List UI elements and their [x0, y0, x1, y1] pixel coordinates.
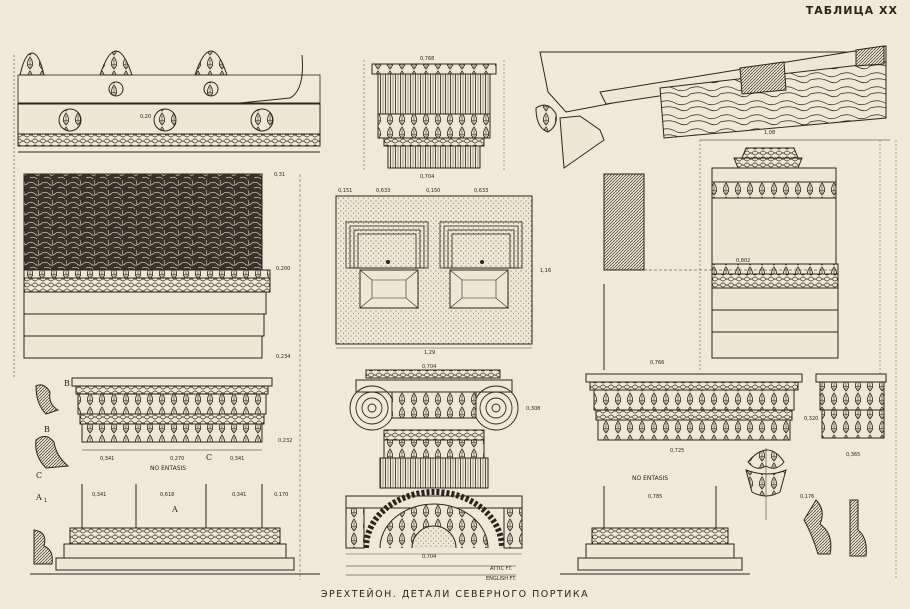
- dim-coffer-right: 0,633: [474, 188, 488, 194]
- dim-right-side: 0,320: [804, 416, 818, 422]
- dim-base-left: 0,341: [92, 492, 106, 498]
- dim-coffer-bottom: 1,29: [424, 350, 435, 356]
- letter-b1: B: [44, 425, 50, 434]
- dim-ionic-side: 0,308: [526, 406, 540, 412]
- dim-right-base-bottom: 0,785: [648, 494, 662, 500]
- left-anta-base: 0,341 0,618 0,341 0,170 A A 1: [30, 484, 320, 575]
- letter-a: A: [171, 505, 178, 514]
- dim-right-top: 1,08: [764, 130, 775, 136]
- dim-coffer-left1: 0,151: [338, 188, 352, 194]
- letter-c: C: [206, 453, 212, 462]
- dim-ionic-top: 0,704: [422, 364, 436, 370]
- dim-cornice-top: 0,31: [274, 172, 285, 178]
- profile-c: [35, 436, 70, 469]
- dim-coffer-height: 1,16: [540, 268, 551, 274]
- dim-center-cap-bottom: 0,704: [420, 174, 434, 180]
- lion-head-cornice: [17, 103, 321, 153]
- dim-capital-low: 0,232: [278, 438, 292, 444]
- dim-frieze-right: 0,200: [276, 266, 290, 272]
- dim-cap-width: 0,270: [170, 456, 184, 462]
- scale-attic: ATTIC FT.: [490, 566, 513, 572]
- plate-caption: ЭРЕХТЕЙОН. ДЕТАЛИ СЕВЕРНОГО ПОРТИКА: [320, 589, 590, 600]
- no-entasis-right: NO ENTASIS: [632, 475, 668, 482]
- dim-right-mid: 0,802: [736, 258, 750, 264]
- dim-right-small: 0,365: [846, 452, 860, 458]
- dim-coffer-left2: 0,633: [376, 188, 390, 194]
- scale-english: ENGLISH FT.: [486, 576, 517, 582]
- center-capital-elevation: 0,768 0,704: [363, 56, 505, 180]
- ionic-capital: 0,704 0,308 0,704 ATTIC FT. ENGLISH FT.: [345, 364, 540, 582]
- frieze: [23, 173, 263, 271]
- no-entasis-left: NO ENTASIS: [150, 465, 186, 472]
- profile-right-1: [803, 499, 832, 555]
- right-anta-capital: 0,725 0,320 0,365 NO ENTASIS: [585, 373, 887, 520]
- dim-right-small2: 0,176: [800, 494, 814, 500]
- architrave: [23, 269, 271, 359]
- dim-architrave-low: 0,234: [276, 354, 290, 360]
- right-anta-base: 0,785 0,176: [560, 486, 867, 575]
- sub-a1: 1: [44, 498, 47, 504]
- right-entablature-section: 1,08 0,802 0,766: [603, 130, 897, 580]
- dim-ionic-bottom: 0,704: [422, 554, 436, 560]
- letter-b: B: [64, 379, 70, 388]
- dim-cap-right: 0,341: [230, 456, 244, 462]
- ceiling-coffer: 0,151 0,633 0,150 0,633 1,16 1,29: [335, 188, 551, 356]
- dim-coffer-mid: 0,150: [426, 188, 440, 194]
- antefix-row: [17, 50, 321, 104]
- dim-cornice-width: 0,20: [140, 114, 151, 120]
- letter-c1: C: [36, 471, 42, 480]
- plate-title: ТАБЛИЦА XX: [805, 4, 898, 17]
- letter-a1: A: [35, 493, 42, 502]
- left-anta-capital: 0,341 0,270 0,341 0,232 NO ENTASIS B C B…: [35, 377, 292, 480]
- dim-base-mid: 0,618: [160, 492, 174, 498]
- dim-right-col-mid: 0,766: [650, 360, 664, 366]
- dim-base-far: 0,170: [274, 492, 288, 498]
- dim-cap-left: 0,341: [100, 456, 114, 462]
- profile-b: [35, 384, 60, 415]
- dim-base-right: 0,341: [232, 492, 246, 498]
- dim-center-cap-top: 0,768: [420, 56, 434, 62]
- left-entablature: 0,31 0,20 0,200 0,234: [13, 50, 321, 580]
- profile-right-2: [849, 499, 867, 557]
- profile-a1: [33, 529, 53, 565]
- roof-section: [535, 45, 887, 169]
- dim-right-base-top: 0,725: [670, 448, 684, 454]
